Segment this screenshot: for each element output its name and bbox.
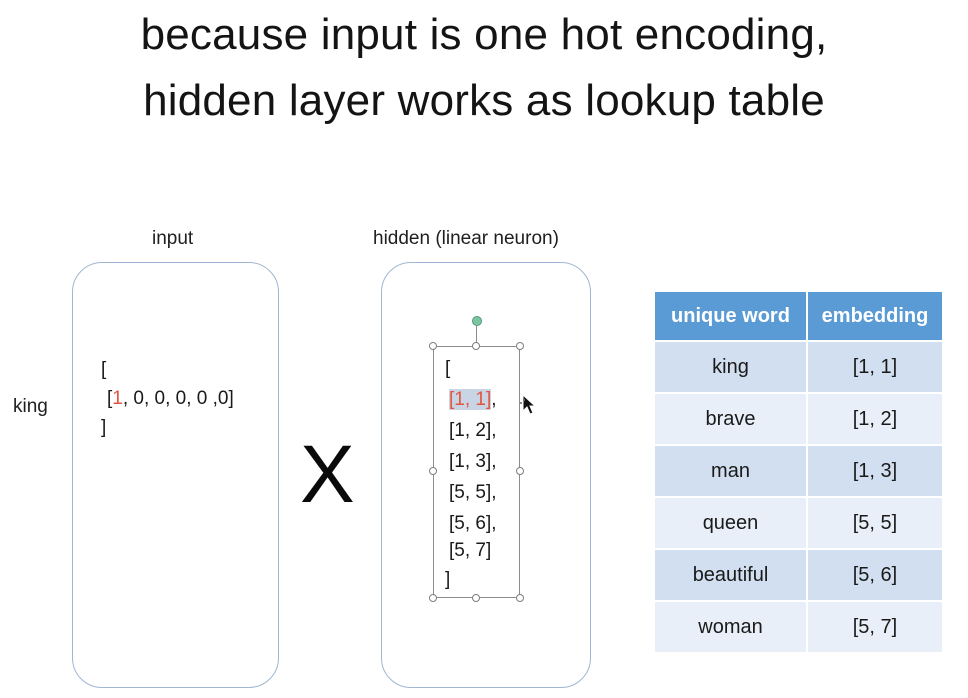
- hidden-matrix-row: [5, 6],: [449, 513, 497, 534]
- input-vector-prefix: [: [107, 388, 113, 409]
- table-row: brave [1, 2]: [655, 392, 942, 445]
- resize-handle-right[interactable]: [516, 467, 524, 475]
- hidden-matrix-row: [5, 5],: [449, 482, 497, 503]
- hidden-row-comma: ,: [491, 389, 497, 410]
- hidden-matrix-row: [5, 7]: [449, 540, 492, 561]
- slide-title-line-1: because input is one hot encoding,: [140, 10, 828, 59]
- resize-handle-bottom-left[interactable]: [429, 594, 437, 602]
- input-word-label: king: [13, 396, 48, 417]
- resize-handle-top-left[interactable]: [429, 342, 437, 350]
- table-cell-embedding: [5, 5]: [807, 496, 942, 549]
- table-cell-word: queen: [655, 496, 808, 549]
- hidden-matrix-open: [: [445, 358, 451, 379]
- input-panel: [72, 262, 279, 688]
- rotate-handle-icon[interactable]: [472, 316, 482, 326]
- table-cell-word: woman: [655, 600, 808, 652]
- input-vector: [1, 0, 0, 0, 0 ,0]: [107, 388, 234, 410]
- table-row: man [1, 3]: [655, 444, 942, 497]
- embedding-table: unique word embedding king [1, 1] brave …: [655, 292, 942, 652]
- table-cell-embedding: [1, 2]: [807, 392, 942, 445]
- hidden-matrix-row: [1, 1],: [449, 389, 497, 411]
- table-cell-word: man: [655, 444, 808, 497]
- hidden-matrix-row: [1, 2],: [449, 420, 497, 441]
- resize-handle-bottom[interactable]: [472, 594, 480, 602]
- table-header-row: unique word embedding: [655, 292, 942, 341]
- hidden-label: hidden (linear neuron): [373, 228, 559, 249]
- column-header-embedding: embedding: [807, 292, 942, 341]
- resize-handle-bottom-right[interactable]: [516, 594, 524, 602]
- input-vector-open: [: [101, 359, 107, 380]
- input-vector-close: ]: [101, 417, 107, 438]
- table-row: beautiful [5, 6]: [655, 548, 942, 601]
- input-vector-rest: , 0, 0, 0, 0 ,0]: [122, 388, 234, 409]
- hidden-panel: [381, 262, 591, 688]
- table-cell-embedding: [5, 7]: [807, 600, 942, 652]
- table-row: woman [5, 7]: [655, 600, 942, 652]
- column-header-unique-word: unique word: [655, 292, 808, 341]
- resize-handle-left[interactable]: [429, 467, 437, 475]
- table-cell-embedding: [1, 3]: [807, 444, 942, 497]
- table-cell-word: brave: [655, 392, 808, 445]
- rotate-handle-stem: [476, 326, 477, 344]
- hidden-matrix-highlighted-row: [1, 1]: [449, 389, 492, 410]
- table-cell-embedding: [5, 6]: [807, 548, 942, 601]
- hidden-matrix-close: ]: [445, 569, 451, 590]
- input-label: input: [152, 228, 194, 249]
- table-row: king [1, 1]: [655, 340, 942, 393]
- table-cell-embedding-highlighted: [1, 1]: [807, 340, 942, 393]
- resize-handle-top-right[interactable]: [516, 342, 524, 350]
- resize-handle-top[interactable]: [472, 342, 480, 350]
- table-cell-word: beautiful: [655, 548, 808, 601]
- table-cell-word: king: [655, 340, 808, 393]
- slide-title-line-2: hidden layer works as lookup table: [143, 76, 825, 125]
- table-row: queen [5, 5]: [655, 496, 942, 549]
- move-cursor-icon: [520, 394, 537, 415]
- input-vector-hot-value: 1: [112, 388, 123, 409]
- hidden-matrix-row: [1, 3],: [449, 451, 497, 472]
- multiply-operator: X: [300, 429, 355, 520]
